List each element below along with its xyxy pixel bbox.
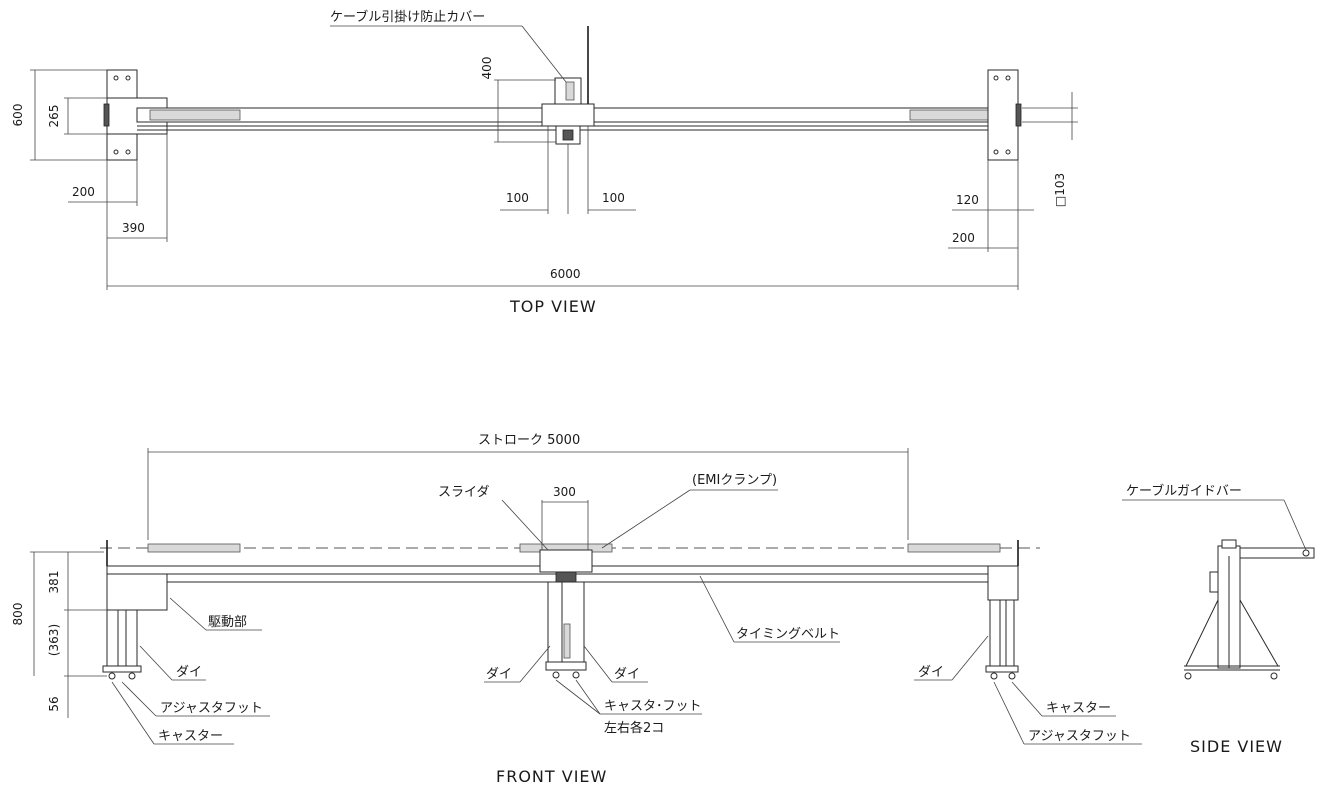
dim-363: (363) <box>47 624 61 656</box>
dim-800: 800 <box>11 603 25 626</box>
side-view-title: SIDE VIEW <box>1190 737 1283 756</box>
dim-200-left: 200 <box>72 185 95 199</box>
adjuster-right-label: アジャスタフット <box>1028 729 1131 744</box>
each-side-label: 左右各2コ <box>604 720 664 736</box>
dim-6000: 6000 <box>550 267 581 281</box>
adjuster-left-label: アジャスタフット <box>160 701 263 716</box>
dim-400: 400 <box>480 57 494 80</box>
cable-cover-label: ケーブル引掛け防止カバー <box>330 9 485 25</box>
dai-left-label: ダイ <box>176 665 202 680</box>
slider-label: スライダ <box>438 485 489 500</box>
cable-guide-bar <box>1239 547 1315 559</box>
stroke-label: ストローク 5000 <box>478 433 580 448</box>
dim-300: 300 <box>553 485 576 499</box>
drive-label: 駆動部 <box>208 615 247 630</box>
front-view-title: FRONT VIEW <box>496 767 607 785</box>
dim-103: □103 <box>1053 173 1067 207</box>
top-slider <box>541 103 595 127</box>
emi-label: (EMIクランプ) <box>692 473 777 488</box>
timing-belt-label: タイミングベルト <box>736 627 840 642</box>
dim-200-right: 200 <box>952 231 975 245</box>
dai-right-label: ダイ <box>918 665 944 680</box>
right-end-plate <box>987 69 1019 161</box>
front-view: ストローク 5000 <box>11 433 1142 785</box>
right-end-unit <box>987 565 1019 601</box>
dim-100-left: 100 <box>506 191 529 205</box>
dim-120: 120 <box>956 193 979 207</box>
dai-center-right-label: ダイ <box>614 667 640 682</box>
dim-265: 265 <box>47 105 61 128</box>
caster-foot-label: キャスタ･フット <box>604 699 702 714</box>
caster-left-label: キャスター <box>158 729 223 744</box>
side-view: ケーブルガイドバー SIDE VIEW <box>1122 483 1315 756</box>
dim-56: 56 <box>47 696 61 711</box>
top-view: ケーブル引掛け防止カバー 400 600 265 200 390 100 100 <box>11 9 1078 316</box>
left-drive-unit <box>106 573 168 611</box>
front-slider <box>539 549 593 573</box>
caster-right-label: キャスター <box>1046 701 1111 716</box>
dim-600: 600 <box>11 104 25 127</box>
dim-381: 381 <box>47 571 61 594</box>
guide-bar-label: ケーブルガイドバー <box>1126 483 1242 499</box>
dai-center-left-label: ダイ <box>486 667 512 682</box>
top-view-title: TOP VIEW <box>509 297 597 316</box>
dim-100-right: 100 <box>602 191 625 205</box>
dim-390: 390 <box>122 221 145 235</box>
